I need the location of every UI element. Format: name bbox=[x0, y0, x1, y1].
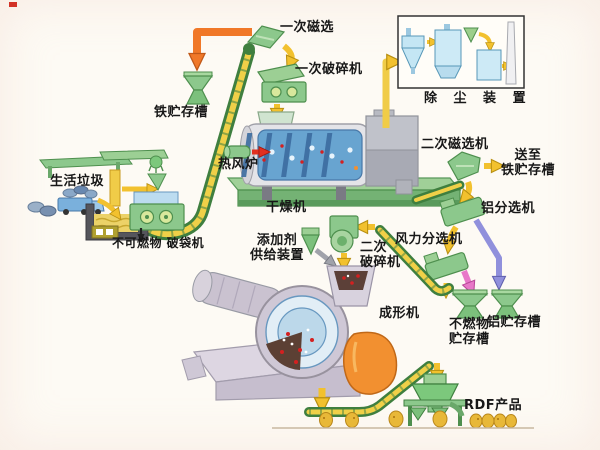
primary-crusher-label: 一次破碎机 bbox=[295, 62, 363, 77]
noncombustible-storage-label: 不燃物 贮存槽 bbox=[449, 317, 490, 347]
waste-chute bbox=[109, 169, 121, 207]
secondary-magnetic-label: 二次磁选机 bbox=[421, 137, 489, 152]
rdf-pellet-sacks bbox=[319, 410, 517, 429]
secondary-crusher-label: 二次 破碎机 bbox=[360, 240, 401, 270]
aluminum-sorter-label: 铝分选机 bbox=[481, 201, 536, 216]
aluminum-storage-tank bbox=[490, 289, 524, 319]
former-cover bbox=[342, 331, 398, 395]
primary-magnetic-separator bbox=[246, 25, 286, 49]
rdf-product-hopper bbox=[403, 373, 467, 426]
aluminum-to-storage-arrow bbox=[473, 218, 499, 280]
additive-supply-device bbox=[301, 227, 320, 256]
dryer-machine bbox=[239, 109, 419, 200]
wind-sorter-conveyor bbox=[375, 225, 454, 296]
breaker-feed-funnel bbox=[147, 173, 167, 192]
bag-breaker-label: 不可燃物 破袋机 bbox=[112, 236, 205, 250]
product-conveyor bbox=[304, 361, 434, 417]
crane-platform bbox=[39, 149, 169, 178]
bag-breaker-machine bbox=[129, 191, 185, 231]
wind-sorter-machine bbox=[423, 251, 469, 281]
dryer-discharge-conveyor bbox=[411, 180, 465, 205]
wind-sorter-label: 风力分选机 bbox=[395, 232, 463, 247]
iron-storage-tank bbox=[182, 71, 214, 105]
chimney-icon bbox=[505, 21, 517, 85]
iron-storage-label: 铁贮存槽 bbox=[154, 105, 209, 120]
aluminum-sorter-machine bbox=[439, 196, 486, 227]
iron-return-arrow bbox=[197, 28, 252, 58]
forming-machine bbox=[181, 265, 398, 401]
noncombustible-storage-tank bbox=[451, 289, 489, 319]
hot-air-furnace-label: 热风炉 bbox=[218, 157, 259, 172]
hot-air-furnace-device bbox=[223, 145, 251, 159]
secondary-crusher-machine bbox=[329, 215, 359, 253]
rdf-product-label: RDF产品 bbox=[464, 398, 523, 413]
al-to-wind-sorter-arrow bbox=[449, 225, 459, 244]
primary-magnetic-label: 一次磁选 bbox=[280, 20, 335, 35]
incline-conveyor bbox=[144, 43, 255, 241]
additive-supply-label: 添加剂 供给装置 bbox=[249, 233, 304, 263]
separator-to-al-sorter-arrow bbox=[466, 180, 469, 196]
primary-crusher-machine bbox=[257, 63, 307, 103]
dryer-label: 干燥机 bbox=[266, 200, 307, 215]
dust-removal-label: 除 尘 装 置 bbox=[424, 91, 532, 106]
dust-removal-unit bbox=[397, 15, 525, 89]
noncombustible-container bbox=[91, 225, 119, 239]
truck-to-pit-arrow bbox=[97, 197, 116, 213]
noncombustible-to-storage-arrow bbox=[461, 269, 470, 286]
aluminum-storage-label: 铝贮存槽 bbox=[487, 315, 542, 330]
send-to-iron-storage-label: 送至 铁贮存槽 bbox=[500, 148, 555, 178]
secondary-magnetic-separator bbox=[447, 151, 481, 181]
forming-machine-label: 成形机 bbox=[379, 306, 420, 321]
photo-artifact bbox=[9, 2, 17, 7]
exhaust-pipe bbox=[382, 62, 391, 128]
additive-feed-arrow bbox=[314, 248, 330, 261]
separator-to-crusher-arrow bbox=[282, 43, 292, 61]
crane-grab-icon bbox=[148, 155, 164, 173]
household-waste-label: 生活垃圾 bbox=[50, 174, 105, 189]
